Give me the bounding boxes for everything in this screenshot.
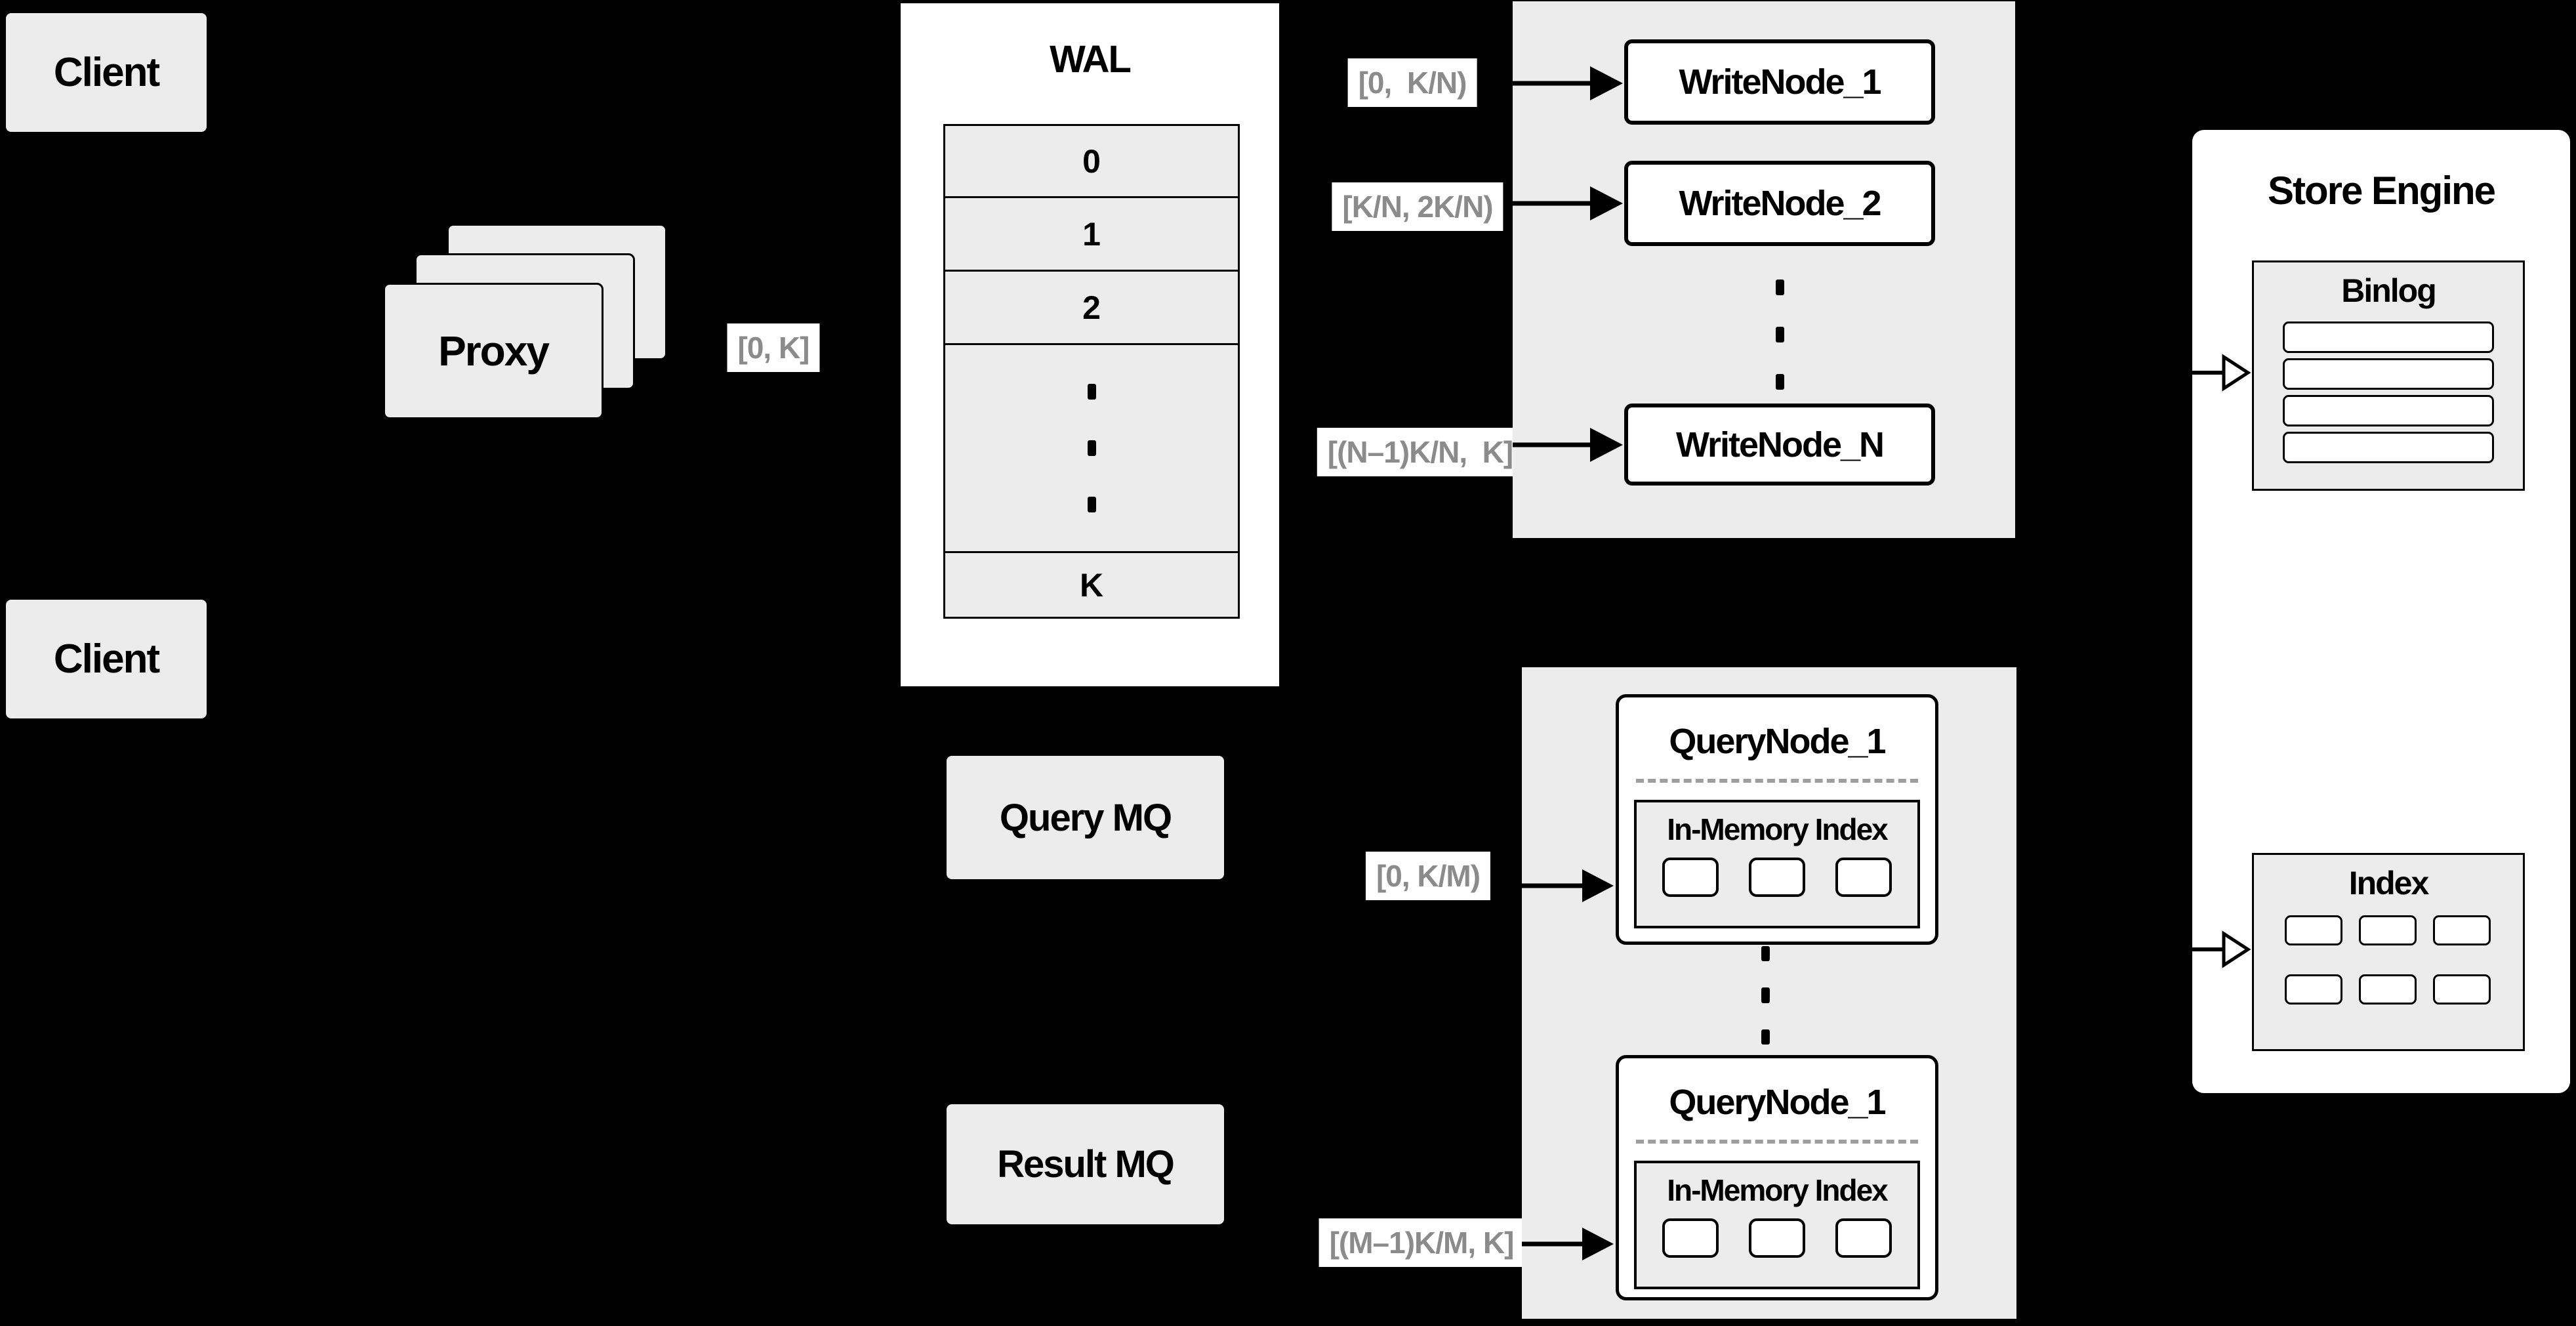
store-engine-title: Store Engine: [2267, 169, 2496, 213]
querynode-m-divider: [1636, 1140, 1918, 1144]
querynode-1-box: QueryNode_1 In-Memory Index: [1616, 694, 1938, 945]
wal-segment-0: 0: [943, 124, 1240, 198]
wal-vertical-ellipsis-icon: [943, 343, 1240, 553]
range-label-writenode-1: [0, K/N): [1347, 58, 1477, 107]
wal-segment-1: 1: [943, 196, 1240, 272]
result-mq-box: Result MQ: [947, 1104, 1224, 1224]
writenode-vertical-ellipsis-icon: [1771, 276, 1788, 394]
binlog-title: Binlog: [2341, 272, 2437, 309]
segment-cell: [1749, 858, 1805, 897]
writenode-2-box: WriteNode_2: [1624, 161, 1935, 246]
index-cell: [2359, 915, 2417, 945]
range-label-writenode-n: [(N–1)K/N, K]: [1317, 428, 1524, 476]
segment-cell: [1835, 858, 1892, 897]
wal-segment-k: K: [943, 551, 1240, 619]
range-label-querynode-m: [(M–1)K/M, K]: [1319, 1218, 1524, 1267]
segment-cell: [1662, 1218, 1719, 1258]
binlog-row: [2283, 358, 2494, 390]
result-mq-label: Result MQ: [997, 1143, 1175, 1186]
query-mq-label: Query MQ: [999, 796, 1172, 839]
client-bottom-box: Client: [6, 600, 207, 718]
index-box: Index: [2252, 853, 2525, 1051]
writenode-2-label: WriteNode_2: [1679, 184, 1881, 223]
segment-cell: [1749, 1218, 1805, 1258]
index-cell: [2285, 974, 2342, 1005]
querynode-m-title: QueryNode_1: [1669, 1083, 1886, 1122]
range-label-proxy-wal: [0, K]: [727, 323, 820, 372]
binlog-row: [2283, 321, 2494, 353]
writenode-1-box: WriteNode_1: [1624, 39, 1935, 125]
writenode-n-box: WriteNode_N: [1624, 404, 1935, 486]
querynode-vertical-ellipsis-icon: [1757, 946, 1774, 1045]
binlog-box: Binlog: [2252, 260, 2525, 491]
proxy-card-front: Proxy: [383, 283, 603, 419]
writenode-n-label: WriteNode_N: [1675, 425, 1885, 465]
querynode-1-segment-row: [1637, 858, 1917, 897]
client-top-box: Client: [6, 13, 207, 132]
range-label-writenode-2: [K/N, 2K/N): [1332, 182, 1503, 231]
proxy-label: Proxy: [438, 327, 550, 375]
wal-segment-2: 2: [943, 270, 1240, 345]
client-bottom-label: Client: [53, 636, 160, 682]
querynode-m-segment-row: [1637, 1218, 1917, 1258]
querynode-m-box: QueryNode_1 In-Memory Index: [1616, 1055, 1938, 1300]
wal-segment-list: 0 1 2 K: [943, 124, 1240, 619]
index-cell: [2433, 974, 2491, 1005]
client-top-label: Client: [53, 50, 160, 95]
querynode-1-inmemory-box: In-Memory Index: [1634, 800, 1920, 928]
wal-title: WAL: [1050, 38, 1132, 81]
store-engine-box: Store Engine Binlog Index: [2190, 127, 2573, 1096]
range-label-querynode-1: [0, K/M): [1365, 852, 1491, 900]
index-cell: [2285, 915, 2342, 945]
wal-box: WAL 0 1 2 K: [899, 1, 1281, 688]
segment-cell: [1835, 1218, 1892, 1258]
index-cell: [2433, 915, 2491, 945]
writenode-1-label: WriteNode_1: [1679, 62, 1881, 102]
query-mq-box: Query MQ: [947, 756, 1224, 879]
querynode-1-inmemory-title: In-Memory Index: [1667, 812, 1889, 846]
binlog-row: [2283, 432, 2494, 463]
querynode-m-inmemory-box: In-Memory Index: [1634, 1161, 1920, 1289]
binlog-row-list: [2283, 321, 2494, 463]
querynode-m-inmemory-title: In-Memory Index: [1667, 1173, 1889, 1207]
index-title: Index: [2348, 865, 2430, 901]
querynode-1-divider: [1636, 779, 1918, 783]
querynode-1-title: QueryNode_1: [1669, 722, 1886, 761]
segment-cell: [1662, 858, 1719, 897]
index-cell-grid: [2285, 915, 2492, 1005]
index-cell: [2359, 974, 2417, 1005]
binlog-row: [2283, 395, 2494, 426]
